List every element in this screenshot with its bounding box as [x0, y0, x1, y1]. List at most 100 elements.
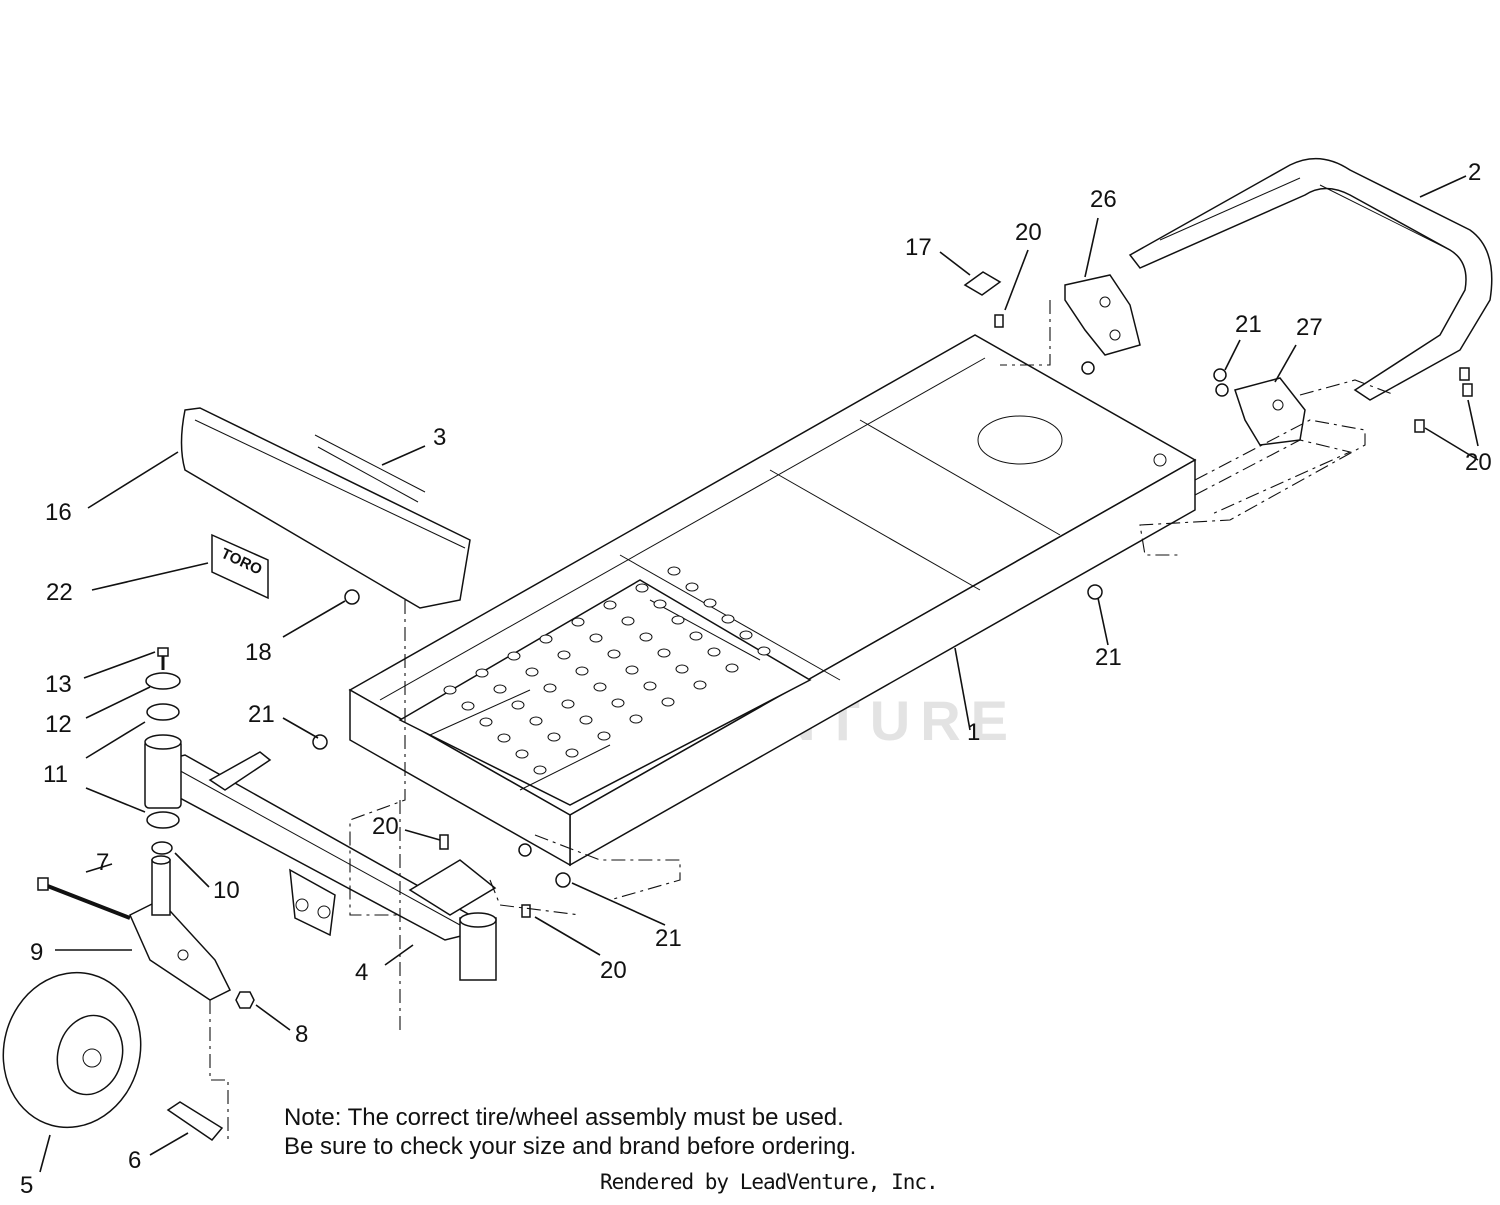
perforation-hole: [443, 685, 457, 695]
caster-cap-bolt-part[interactable]: [157, 647, 169, 670]
perforation-hole: [497, 733, 511, 743]
perforation-hole: [493, 684, 507, 694]
perforation-hole: [589, 633, 603, 643]
callout-21-top[interactable]: 21: [1235, 311, 1262, 338]
floor-pan-perforations: [443, 566, 771, 775]
perforation-hole: [643, 681, 657, 691]
callout-21-right[interactable]: 21: [1095, 644, 1122, 671]
caster-washer-part[interactable]: [151, 841, 173, 855]
perforation-hole: [579, 715, 593, 725]
callout-8[interactable]: 8: [295, 1021, 308, 1048]
perforation-hole: [661, 697, 675, 707]
callout-10[interactable]: 10: [213, 877, 240, 904]
perforation-hole: [593, 682, 607, 692]
perforation-hole: [721, 614, 735, 624]
callout-20-bottom[interactable]: 20: [600, 957, 627, 984]
callout-21-left[interactable]: 21: [248, 701, 275, 728]
callout-20-axle[interactable]: 20: [372, 813, 399, 840]
callout-11[interactable]: 11: [43, 761, 68, 788]
perforation-hole: [479, 717, 493, 727]
perforation-hole: [515, 749, 529, 759]
leader-lines: [39, 175, 1479, 1173]
perforation-hole: [629, 714, 643, 724]
perforation-hole: [707, 647, 721, 657]
decal-17-part[interactable]: [963, 271, 1002, 296]
front-axle-part[interactable]: [144, 734, 497, 981]
handle-bar-part[interactable]: [1128, 157, 1493, 401]
perforation-hole: [533, 765, 547, 775]
callout-9[interactable]: 9: [30, 939, 43, 966]
perforation-hole: [693, 680, 707, 690]
perforation-hole: [611, 698, 625, 708]
wheel-spacer-part[interactable]: [166, 1101, 224, 1142]
callout-4[interactable]: 4: [355, 959, 368, 986]
callout-26[interactable]: 26: [1090, 186, 1117, 213]
perforation-hole: [653, 599, 667, 609]
caster-fork-part[interactable]: [129, 899, 232, 1001]
perforation-hole: [685, 582, 699, 592]
perforation-hole: [565, 748, 579, 758]
perforation-hole: [667, 566, 681, 576]
perforation-hole: [703, 598, 717, 608]
perforation-hole: [547, 732, 561, 742]
main-frame-part[interactable]: [348, 334, 1197, 867]
perforation-hole: [557, 650, 571, 660]
perforation-hole: [603, 600, 617, 610]
perforation-hole: [529, 716, 543, 726]
perforation-hole: [543, 683, 557, 693]
perforation-hole: [725, 663, 739, 673]
caster-cap-part[interactable]: [145, 672, 181, 690]
callout-21-bottom[interactable]: 21: [655, 925, 682, 952]
perforation-hole: [525, 667, 539, 677]
callout-6[interactable]: 6: [128, 1147, 141, 1174]
perforation-hole: [507, 651, 521, 661]
perforation-hole: [511, 700, 525, 710]
perforation-hole: [625, 665, 639, 675]
toro-decal-part[interactable]: TORO: [211, 533, 269, 600]
callout-7[interactable]: 7: [96, 849, 109, 876]
callout-2[interactable]: 2: [1468, 159, 1481, 186]
callout-13[interactable]: 13: [45, 671, 72, 698]
perforation-hole: [539, 634, 553, 644]
front-cover-part[interactable]: [180, 407, 471, 609]
callout-18[interactable]: 18: [245, 639, 272, 666]
caster-bolt-part[interactable]: [37, 877, 131, 920]
callout-27[interactable]: 27: [1296, 314, 1323, 341]
callout-3[interactable]: 3: [433, 424, 446, 451]
callout-17[interactable]: 17: [905, 234, 932, 261]
perforation-hole: [475, 668, 489, 678]
perforation-hole: [561, 699, 575, 709]
fork-spindle-part[interactable]: [151, 855, 171, 916]
bracket-27-part[interactable]: [1234, 377, 1306, 446]
callout-1[interactable]: 1: [967, 719, 980, 746]
perforation-hole: [621, 616, 635, 626]
callout-labels: 1 2 3 4 5 6 7 8 9 10 11 12 13 16 17 18 2…: [20, 159, 1492, 1199]
perforation-hole: [461, 701, 475, 711]
perforation-hole: [675, 664, 689, 674]
perforation-hole: [639, 632, 653, 642]
perforation-hole: [657, 648, 671, 658]
callout-5[interactable]: 5: [20, 1172, 33, 1199]
perforation-hole: [635, 583, 649, 593]
note-line-2: Be sure to check your size and brand bef…: [284, 1133, 857, 1160]
perforation-hole: [607, 649, 621, 659]
bracket-26-part[interactable]: [1064, 274, 1141, 356]
note-line-1: Note: The correct tire/wheel assembly mu…: [284, 1104, 844, 1131]
assembly-lines: [209, 300, 1396, 1140]
perforation-hole: [757, 646, 771, 656]
perforation-hole: [739, 630, 753, 640]
callout-16[interactable]: 16: [45, 499, 72, 526]
callout-20-top[interactable]: 20: [1015, 219, 1042, 246]
perforation-hole: [571, 617, 585, 627]
perforation-hole: [689, 631, 703, 641]
perforation-hole: [597, 731, 611, 741]
perforation-hole: [575, 666, 589, 676]
caster-locknut-part[interactable]: [235, 991, 255, 1009]
caster-bearing-part[interactable]: [146, 703, 180, 829]
callout-22[interactable]: 22: [46, 579, 73, 606]
caster-wheel-part[interactable]: [0, 957, 158, 1143]
callout-20-right[interactable]: 20: [1465, 449, 1492, 476]
callout-12[interactable]: 12: [45, 711, 72, 738]
